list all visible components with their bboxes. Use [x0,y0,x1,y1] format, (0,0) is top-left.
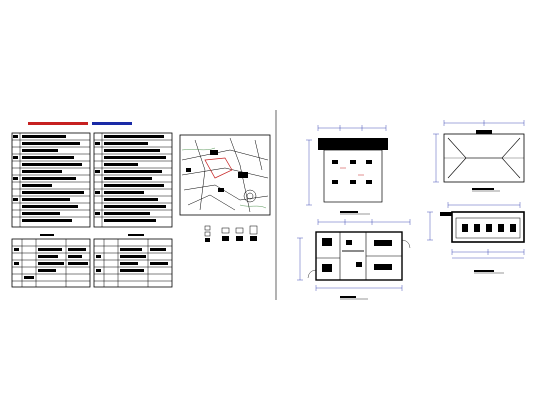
front-elevation [433,120,525,192]
notes-column-right [93,132,173,228]
design-notes-panel [11,122,173,228]
notes-title-mark [28,122,88,125]
site-plan-legend [204,225,258,242]
notes-column-left [11,132,91,228]
roof-eave-band [318,138,388,150]
material-table-left [11,234,91,288]
material-table-right [93,234,173,288]
building-section [427,202,525,274]
notes-title-mark-2 [92,122,132,125]
floor-plan [297,219,411,300]
roof-plan [306,125,388,215]
site-plan [179,134,271,242]
